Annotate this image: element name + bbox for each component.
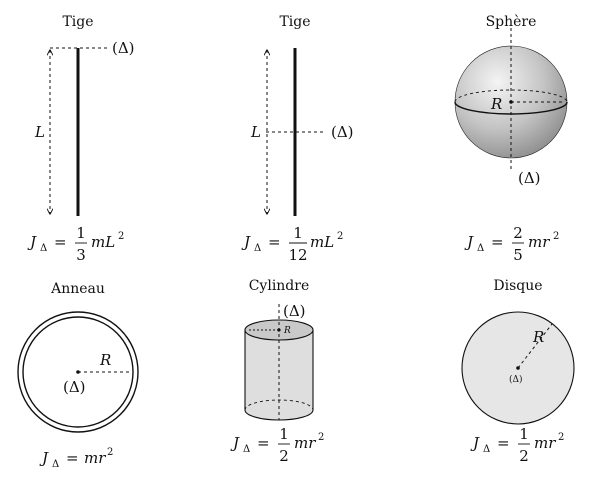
- svg-text:mr: mr: [528, 233, 550, 251]
- svg-text:mr: mr: [84, 449, 106, 467]
- panel-title: Cylindre: [249, 278, 310, 294]
- svg-text:mr: mr: [294, 434, 316, 452]
- axis-label: (Δ): [518, 169, 541, 187]
- panel-title: Tige: [279, 14, 310, 30]
- radius-label: R: [283, 326, 291, 336]
- svg-text:1: 1: [76, 224, 86, 242]
- panel-ring: Anneau R (Δ) J Δ = mr 2: [17, 281, 139, 470]
- svg-text:=: =: [268, 233, 281, 251]
- inertia-formula: J Δ = 1 2 mr 2: [230, 425, 324, 465]
- svg-text:J: J: [230, 434, 240, 452]
- svg-text:1: 1: [293, 224, 303, 242]
- svg-text:Δ: Δ: [243, 444, 250, 455]
- svg-text:Δ: Δ: [254, 243, 261, 254]
- center-point: [509, 100, 513, 104]
- svg-text:mL: mL: [310, 233, 334, 251]
- center-point: [76, 370, 80, 374]
- axis-label: (Δ): [509, 374, 523, 385]
- length-label: L: [34, 123, 45, 141]
- inertia-formula: J Δ = 1 3 mL 2: [27, 224, 124, 264]
- inertia-formula: J Δ = mr 2: [39, 447, 113, 470]
- axis-label: (Δ): [331, 123, 354, 141]
- svg-text:=: =: [491, 233, 504, 251]
- svg-text:Δ: Δ: [477, 243, 484, 254]
- panel-title: Tige: [62, 14, 93, 30]
- panel-sphere: Sphère R (Δ) J Δ = 2 5 mr 2: [454, 14, 568, 264]
- svg-text:Δ: Δ: [40, 243, 47, 254]
- axis-label: (Δ): [63, 378, 86, 396]
- svg-text:2: 2: [318, 432, 324, 443]
- svg-text:mL: mL: [91, 233, 115, 251]
- panel-title: Sphère: [486, 14, 537, 30]
- svg-text:12: 12: [288, 246, 307, 264]
- svg-text:2: 2: [107, 447, 113, 458]
- svg-text:J: J: [470, 434, 480, 452]
- svg-text:=: =: [257, 434, 270, 452]
- cylinder-body: [245, 330, 313, 420]
- panel-title: Anneau: [50, 281, 105, 297]
- axis-label: (Δ): [112, 39, 135, 57]
- inertia-formula: J Δ = 2 5 mr 2: [464, 224, 559, 264]
- svg-text:Δ: Δ: [483, 444, 490, 455]
- radius-label: R: [532, 328, 544, 346]
- svg-text:1: 1: [279, 425, 289, 443]
- svg-text:2: 2: [558, 432, 564, 443]
- panel-rod-end: Tige (Δ) L J Δ = 1 3 mL 2: [27, 14, 135, 264]
- panel-cylinder: Cylindre R (Δ) J Δ = 1 2 mr 2: [230, 278, 324, 465]
- svg-text:2: 2: [513, 224, 523, 242]
- svg-text:3: 3: [76, 246, 86, 264]
- ring-outer: [17, 311, 139, 433]
- svg-text:J: J: [27, 233, 37, 251]
- svg-text:mr: mr: [534, 434, 556, 452]
- sphere-equator-back: [454, 89, 568, 103]
- radius-label: R: [99, 351, 111, 369]
- axis-label: (Δ): [283, 302, 306, 320]
- svg-text:J: J: [464, 233, 474, 251]
- panel-rod-center: Tige (Δ) L J Δ = 1 12 mL 2: [241, 14, 354, 264]
- svg-text:Δ: Δ: [52, 459, 59, 470]
- svg-text:2: 2: [519, 447, 529, 465]
- panel-title: Disque: [493, 278, 542, 294]
- svg-text:2: 2: [337, 231, 343, 242]
- panel-disk: Disque R (Δ) J Δ = 1 2 mr 2: [461, 278, 575, 465]
- svg-text:2: 2: [118, 231, 124, 242]
- center-point: [277, 328, 281, 332]
- svg-text:=: =: [66, 449, 79, 467]
- svg-text:J: J: [39, 449, 49, 467]
- svg-text:5: 5: [513, 246, 523, 264]
- center-point: [516, 366, 520, 370]
- radius-label: R: [490, 95, 502, 113]
- length-label: L: [250, 123, 261, 141]
- svg-text:2: 2: [553, 231, 559, 242]
- ring-inner: [22, 316, 134, 428]
- svg-text:2: 2: [279, 447, 289, 465]
- svg-text:=: =: [497, 434, 510, 452]
- svg-text:=: =: [54, 233, 67, 251]
- svg-text:J: J: [241, 233, 251, 251]
- svg-text:1: 1: [519, 425, 529, 443]
- inertia-formula: J Δ = 1 2 mr 2: [470, 425, 564, 465]
- inertia-formula: J Δ = 1 12 mL 2: [241, 224, 343, 264]
